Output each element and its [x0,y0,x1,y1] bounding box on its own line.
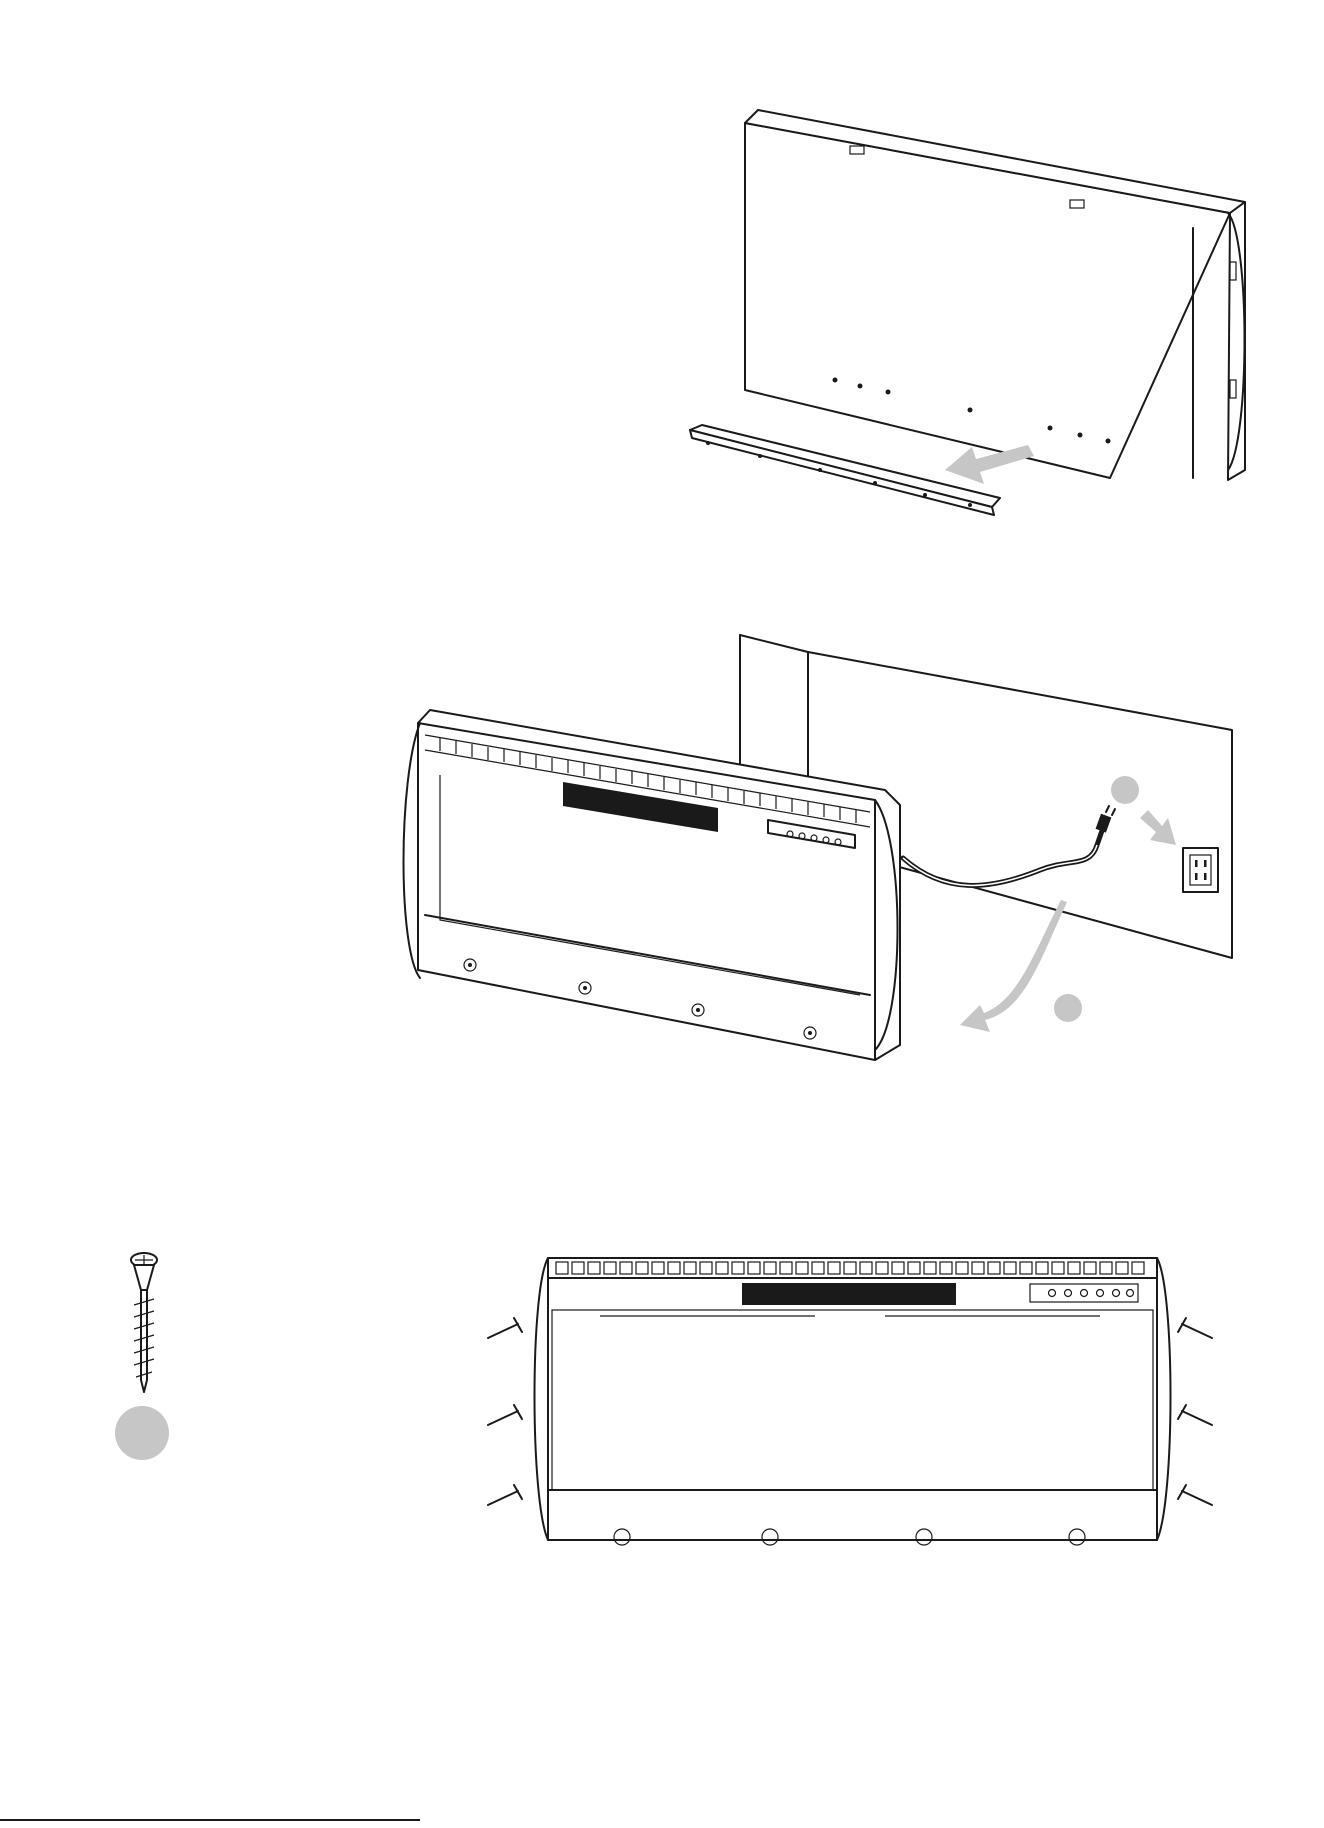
screws-left [488,1318,522,1505]
figure-remove-bracket [690,110,1245,515]
arrow-icon [960,900,1067,1032]
figure-connect-power [404,635,1233,1060]
arrow-icon [945,445,1034,484]
fireplace-unit [404,710,901,1060]
callout-circle [1054,994,1082,1022]
power-plug-icon [1096,806,1115,833]
figure-fasten-screws [115,1253,1212,1545]
callout-circle [115,1406,169,1460]
arrow-icon [1140,810,1176,845]
screw-icon [131,1253,157,1392]
wall-outlet-icon [1183,848,1218,892]
fireplace-front [535,1258,1171,1545]
callout-circle [1111,776,1139,804]
screws-right [1178,1318,1212,1505]
fireplace-back-panel [745,110,1245,480]
power-cord [903,825,1104,885]
